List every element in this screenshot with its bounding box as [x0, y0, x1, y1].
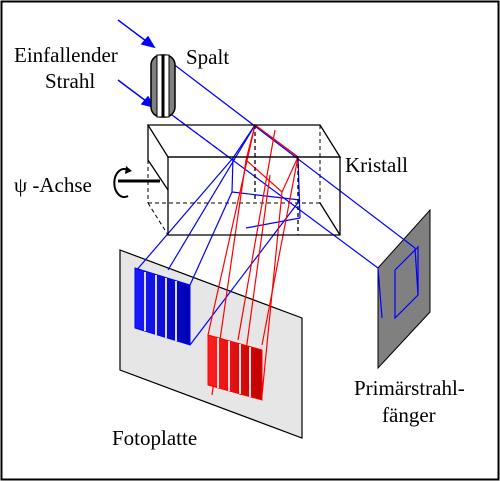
photo-plate-label: Fotoplatte [112, 426, 197, 450]
slit-label: Spalt [186, 45, 229, 69]
blue-diffraction-spot [134, 267, 191, 346]
psi-axis-rotation-icon [113, 166, 160, 198]
beam-stop-label-1: Primärstrahl- [354, 376, 465, 400]
red-diffraction-spot [207, 334, 263, 401]
beam-stop [377, 208, 431, 370]
incident-beam-label-1: Einfallender [14, 43, 118, 67]
psi-axis-label: ψ -Achse [14, 173, 92, 197]
incident-arrows [117, 19, 156, 109]
slit [150, 54, 176, 118]
beam-stop-label-2: fänger [382, 403, 436, 427]
crystal-label: Kristall [345, 153, 408, 177]
incident-beam-label-2: Strahl [45, 69, 95, 93]
crystal-box [146, 124, 342, 236]
primary-beam [134, 62, 419, 346]
